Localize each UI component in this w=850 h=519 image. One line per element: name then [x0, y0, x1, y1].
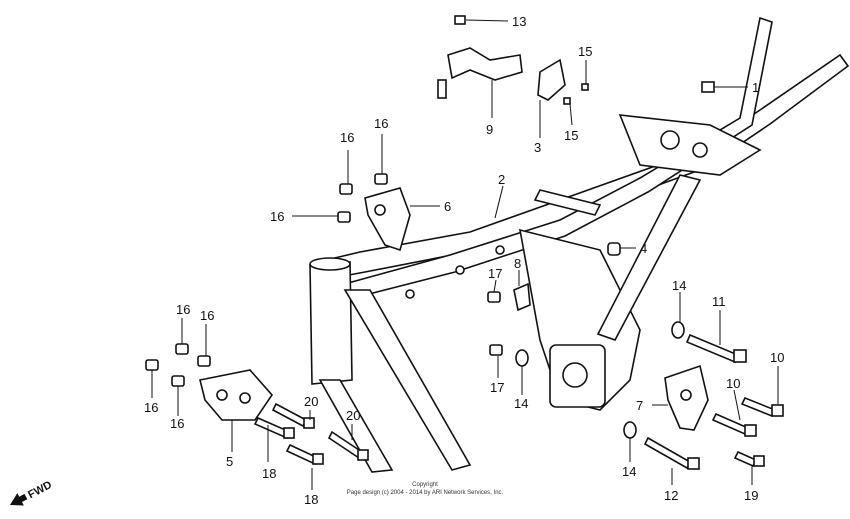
callout-16-f: 16: [144, 400, 158, 415]
callout-16-c: 16: [270, 209, 284, 224]
callout-10-a: 10: [770, 350, 784, 365]
callout-4: 4: [640, 241, 647, 256]
callout-20-b: 20: [346, 408, 360, 423]
fwd-indicator: FWD: [10, 479, 54, 506]
fwd-label: FWD: [26, 479, 54, 501]
callout-1: 1: [752, 80, 759, 95]
callout-18-a: 18: [262, 466, 276, 481]
callout-10-b: 10: [726, 376, 740, 391]
callout-13: 13: [512, 14, 526, 29]
callout-20-a: 20: [304, 394, 318, 409]
callout-16-e: 16: [200, 308, 214, 323]
callout-5: 5: [226, 454, 233, 469]
callout-16-d: 16: [176, 302, 190, 317]
small-parts: [145, 15, 784, 470]
callout-9: 9: [486, 122, 493, 137]
callout-6: 6: [444, 199, 451, 214]
copyright-line-2: Page design (c) 2004 - 2014 by ARI Netwo…: [347, 490, 504, 496]
callout-11: 11: [712, 294, 726, 309]
callout-14-c: 14: [622, 464, 636, 479]
main-frame: [309, 16, 850, 473]
callout-14-a: 14: [514, 396, 528, 411]
fwd-arrow-icon: [10, 493, 28, 506]
callout-7: 7: [636, 398, 643, 413]
callout-12: 12: [664, 488, 678, 503]
leader-lines: [151, 19, 779, 490]
callout-19: 19: [744, 488, 758, 503]
callout-2: 2: [498, 172, 505, 187]
callout-3: 3: [534, 140, 541, 155]
callout-labels: 13 9 3 15 15 1 2 6 16 16 16 4 8 17 17 14…: [144, 14, 784, 507]
callout-16-g: 16: [170, 416, 184, 431]
callout-18-b: 18: [304, 492, 318, 507]
copyright-line-1: Copyright: [412, 482, 438, 488]
callout-15-a: 15: [578, 44, 592, 59]
callout-8: 8: [514, 256, 521, 271]
callout-15-b: 15: [564, 128, 578, 143]
callout-16-b: 16: [374, 116, 388, 131]
callout-17-b: 17: [490, 380, 504, 395]
callout-17-a: 17: [488, 266, 502, 281]
callout-16-a: 16: [340, 130, 354, 145]
callout-14-b: 14: [672, 278, 686, 293]
